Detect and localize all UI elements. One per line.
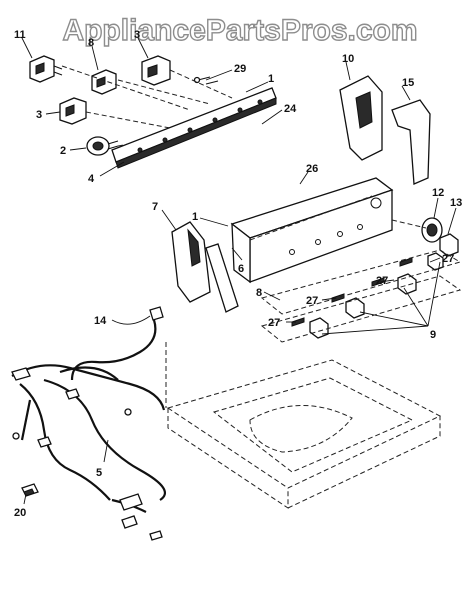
callout-7: 7 [152,201,158,213]
screws-27[interactable] [291,257,413,327]
callout-24: 24 [284,103,297,115]
switch-part-3[interactable] [59,97,87,125]
knob-9-b[interactable] [345,297,365,319]
switch-part-3-top[interactable] [141,55,171,86]
switch-part-8-top[interactable] [91,69,117,95]
connector-20[interactable] [21,483,39,497]
callout-15: 15 [402,77,414,89]
trim-piece-15[interactable] [391,99,431,185]
leader-lines [21,37,457,505]
knob-12[interactable] [421,217,443,243]
callout-13: 13 [450,197,462,209]
knob-switch-2[interactable] [86,136,119,156]
callout-6: 6 [238,263,244,275]
callout-1-top: 1 [268,73,274,85]
alignment-lines-knobs [249,195,462,343]
callout-27-c: 27 [306,295,318,307]
callout-9: 9 [430,329,436,341]
callout-27-a: 27 [442,253,454,265]
callout-labels: 11 8 3 29 1 10 15 3 24 2 26 4 12 13 7 1 … [14,29,462,519]
callout-12: 12 [432,187,444,199]
end-cap-left-7[interactable] [171,221,239,313]
knob-9-c[interactable] [309,317,329,339]
callout-29: 29 [234,63,246,75]
switch-part-11[interactable] [29,55,63,83]
callout-8-top: 8 [88,37,94,49]
callout-27-d: 27 [268,317,280,329]
callout-27-b: 27 [376,275,388,287]
callout-10: 10 [342,53,354,65]
sensor-14[interactable] [70,306,164,381]
callout-20: 20 [14,507,26,519]
callout-1-mid: 1 [192,211,198,223]
callout-5: 5 [96,467,102,479]
board-holes [137,99,263,153]
console-panel-26[interactable] [230,177,394,284]
callout-3-top: 3 [134,29,140,41]
cabinet-top-outline [165,342,442,509]
wire-harness-5[interactable] [11,364,166,541]
callout-11: 11 [14,29,26,41]
screw-29[interactable] [193,76,219,85]
knob-9-a[interactable] [397,273,417,295]
callout-26: 26 [306,163,318,175]
callout-3: 3 [36,109,42,121]
end-cap-right-10[interactable] [339,75,383,161]
callout-14: 14 [94,315,107,327]
callout-4: 4 [88,173,95,185]
watermark-logo: AppliancePartsPros.com [62,13,419,47]
control-board-4[interactable] [111,87,277,169]
callout-2: 2 [60,145,66,157]
callout-8-mid: 8 [256,287,262,299]
